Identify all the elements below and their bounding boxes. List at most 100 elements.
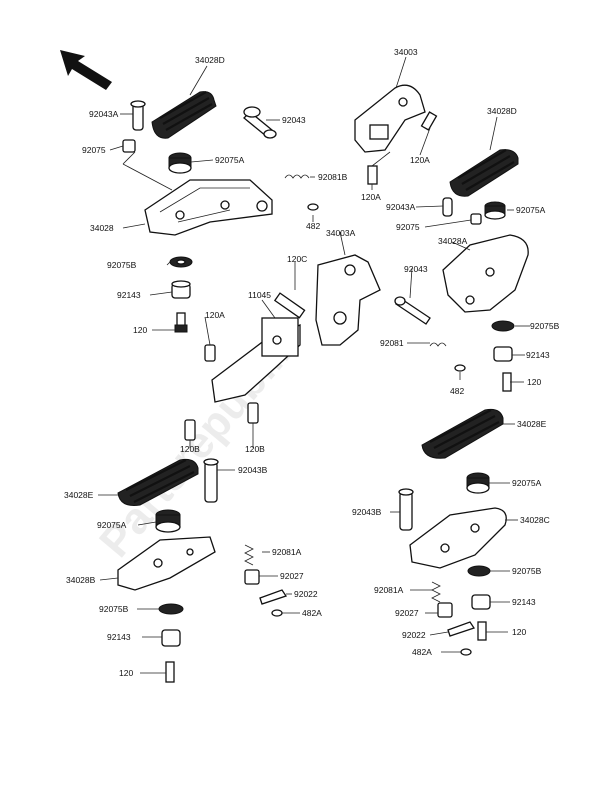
pin-92043A-right <box>442 197 453 217</box>
bolt-120A-mid <box>204 344 216 362</box>
label-120-top: 120 <box>133 325 147 335</box>
label-34028E-right: 34028E <box>517 419 547 429</box>
label-34028A: 34028A <box>438 236 468 246</box>
washer-482A-left <box>271 609 283 617</box>
bolt-120-right-bottom <box>477 621 487 641</box>
bracket-34003 <box>354 84 426 153</box>
label-482-right: 482 <box>450 386 464 396</box>
pin-92043B-right <box>398 488 414 531</box>
bolt-120A-right <box>420 111 438 131</box>
label-92043-right: 92043 <box>404 264 428 274</box>
label-92075A-left: 92075A <box>97 520 127 530</box>
footpeg-bracket-34028C <box>409 507 507 569</box>
bolt-120A-right2 <box>367 165 378 185</box>
label-92075B-right: 92075B <box>530 321 560 331</box>
label-92022-right: 92022 <box>402 630 426 640</box>
label-120B-right: 120B <box>245 444 265 454</box>
label-34028D-top: 34028D <box>195 55 225 65</box>
bolt-120B-right <box>247 402 259 424</box>
rubber-92143-left <box>161 629 181 647</box>
footpeg-bracket-34028A <box>442 234 529 313</box>
damper-92075A-right-bottom <box>466 472 490 494</box>
rubber-92143-right-bottom <box>471 594 491 610</box>
label-92043B-right: 92043B <box>352 507 382 517</box>
label-92075B-bottom-right: 92075B <box>512 566 542 576</box>
label-34003: 34003 <box>394 47 418 57</box>
label-92027-left: 92027 <box>280 571 304 581</box>
label-92075A-right: 92075A <box>516 205 546 215</box>
footpeg-rubber-top-right <box>449 149 519 197</box>
label-120A-right: 120A <box>410 155 430 165</box>
footpeg-bracket-34028B <box>117 536 216 591</box>
label-120A-right2: 120A <box>361 192 381 202</box>
pin-92043-right <box>394 296 431 325</box>
label-11045: 11045 <box>248 290 271 300</box>
footpeg-rubber-bottom-left <box>117 458 199 506</box>
washer-92075B-left <box>158 603 184 615</box>
spring-92081B <box>284 174 310 179</box>
collar-92027-right <box>437 602 453 618</box>
bolt-120B-left <box>184 419 196 441</box>
label-92143-right: 92143 <box>526 350 550 360</box>
label-92043A-right: 92043A <box>386 202 416 212</box>
label-92075-right: 92075 <box>396 222 420 232</box>
spring-92081 <box>429 342 447 347</box>
spring-92081A-left <box>244 544 254 566</box>
label-92075A-bottom-right: 92075A <box>512 478 542 488</box>
label-92081A-right: 92081A <box>374 585 404 595</box>
label-120-left: 120 <box>119 668 133 678</box>
label-92075A-top: 92075A <box>215 155 245 165</box>
label-34028C: 34028C <box>520 515 550 525</box>
label-34028E-left: 34028E <box>64 490 94 500</box>
damper-92075A-right <box>484 201 506 220</box>
bracket-34003A <box>315 254 381 346</box>
bolt-120-right <box>502 372 512 392</box>
label-120C: 120C <box>287 254 307 264</box>
label-92075B-top: 92075B <box>107 260 137 270</box>
plate-92022-left <box>259 589 288 605</box>
footpeg-rubber-bottom-right <box>421 408 504 459</box>
pin-92043A-top-left <box>130 100 146 131</box>
label-92027-right: 92027 <box>395 608 419 618</box>
collar-92075-top-left <box>122 139 136 153</box>
leader-lines <box>98 56 530 674</box>
label-120A-mid: 120A <box>205 310 225 320</box>
label-92043-top: 92043 <box>282 115 306 125</box>
label-34028B: 34028B <box>66 575 96 585</box>
spring-92081A-right <box>431 581 441 603</box>
footpeg-bracket-34028 <box>144 179 273 236</box>
label-92043B-left: 92043B <box>238 465 268 475</box>
footpeg-rubber-top-left <box>151 91 217 139</box>
label-34028: 34028 <box>90 223 114 233</box>
bracket-11045 <box>211 317 301 403</box>
label-92081B: 92081B <box>318 172 348 182</box>
bolt-120-top-left <box>174 312 188 333</box>
label-92022-left: 92022 <box>294 589 318 599</box>
washer-92075B-right <box>491 320 515 332</box>
pin-92043-top <box>243 106 277 139</box>
label-120B-left: 120B <box>180 444 200 454</box>
label-92081A-left: 92081A <box>272 547 302 557</box>
damper-92075A-top-left <box>168 152 192 174</box>
washer-482A-right <box>460 648 472 656</box>
label-34003A: 34003A <box>326 228 356 238</box>
collar-92075-right <box>470 213 482 225</box>
bolt-120C <box>273 292 306 319</box>
label-120-bottom-right: 120 <box>512 627 526 637</box>
label-120-right: 120 <box>527 377 541 387</box>
front-direction-arrow-icon <box>60 50 112 90</box>
label-34028D-right: 34028D <box>487 106 517 116</box>
label-482A-left: 482A <box>302 608 322 618</box>
label-92081: 92081 <box>380 338 404 348</box>
label-92143-left: 92143 <box>107 632 131 642</box>
damper-92075A-left <box>155 509 181 533</box>
collar-92027-left <box>244 569 260 585</box>
washer-92075B-top-left <box>169 256 193 268</box>
pin-92043B-left <box>203 458 219 503</box>
label-482-top: 482 <box>306 221 320 231</box>
washer-482-right <box>454 364 466 372</box>
washer-482-top <box>307 203 319 211</box>
label-92043A-top: 92043A <box>89 109 119 119</box>
rubber-92143-right <box>493 346 513 362</box>
